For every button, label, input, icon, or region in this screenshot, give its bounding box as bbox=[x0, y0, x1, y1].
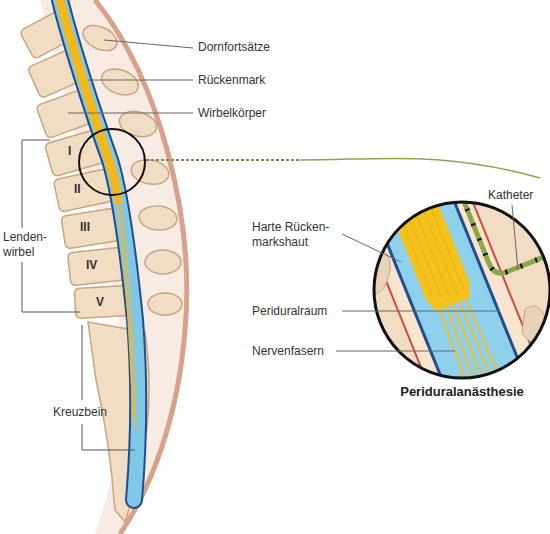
part-label: Kreuzbein bbox=[53, 405, 107, 420]
part-label: Dornfortsätze bbox=[198, 40, 270, 55]
part-label: III bbox=[80, 220, 90, 235]
part-label: Harte Rücken- markshaut bbox=[252, 220, 340, 250]
inset-detail bbox=[347, 118, 550, 445]
part-label: Rückenmark bbox=[198, 73, 265, 88]
part-label: Periduralanästhesie bbox=[400, 384, 524, 399]
inset-circle bbox=[374, 202, 550, 378]
brackets bbox=[22, 140, 135, 450]
dura bbox=[60, 0, 138, 500]
nerve-fibers bbox=[120, 195, 136, 430]
part-label: Periduralraum bbox=[252, 304, 327, 319]
catheter bbox=[300, 158, 540, 178]
part-label: IV bbox=[86, 258, 97, 273]
spinal-cord bbox=[60, 0, 118, 200]
part-label: I bbox=[68, 144, 71, 159]
leader-lines bbox=[68, 40, 518, 351]
part-label: Katheter bbox=[488, 188, 533, 203]
part-label: II bbox=[74, 182, 81, 197]
catheter bbox=[146, 159, 300, 161]
part-label: V bbox=[96, 295, 104, 310]
part-label: Lenden- wirbel bbox=[3, 230, 53, 260]
part-label: Nervenfasern bbox=[252, 344, 324, 359]
part-label: Wirbelkörper bbox=[198, 106, 266, 121]
zoom-circle bbox=[79, 129, 145, 195]
spinal-canal bbox=[60, 0, 138, 500]
